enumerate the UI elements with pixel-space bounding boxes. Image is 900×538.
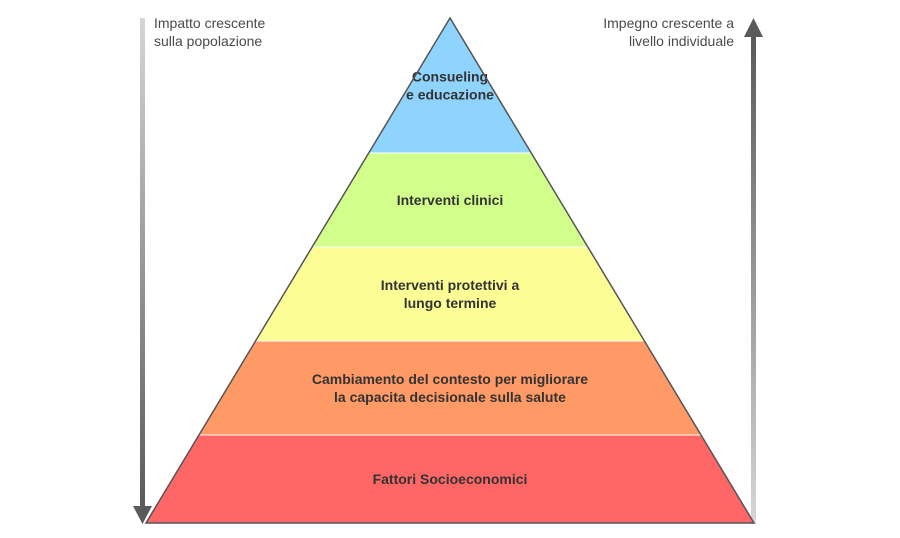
- left-arrow: [133, 18, 152, 524]
- tier-consueling: Consueling e educazione: [368, 18, 532, 153]
- tier-cambiamento-del-contesto-per-migliorare-label-line2: la capacita decisionale sulla salute: [334, 389, 566, 405]
- right-axis-label-line2: livello individuale: [628, 33, 734, 49]
- tier-interventi-protettivi-a-band: [255, 247, 645, 341]
- tier-interventi-protettivi-a: Interventi protettivi a lungo termine: [255, 246, 645, 341]
- tier-consueling-label-line1: Consueling: [412, 69, 488, 85]
- left-arrow-head: [133, 506, 152, 524]
- tier-consueling-band: [368, 18, 532, 153]
- tier-cambiamento-del-contesto-per-migliorare-label-line1: Cambiamento del contesto per migliorare: [312, 371, 588, 387]
- tier-fattori-socioeconomici-band: [146, 435, 754, 523]
- tier-consueling-label-line2: e educazione: [406, 87, 494, 103]
- right-axis-label: Impegno crescente a livello individuale: [603, 14, 734, 50]
- tier-fattori-socioeconomici-label-line1: Fattori Socioeconomici: [373, 471, 528, 487]
- tier-interventi-clinici: Interventi clinici: [312, 152, 588, 247]
- pyramid-outline: [144, 16, 756, 524]
- tier-fattori-socioeconomici: Fattori Socioeconomici: [146, 434, 754, 523]
- tier-interventi-clinici-band: [312, 153, 588, 247]
- right-axis-label-line1: Impegno crescente a: [603, 15, 734, 31]
- right-arrow-head: [744, 18, 763, 37]
- tier-interventi-protettivi-a-label-line1: Interventi protettivi a: [381, 277, 520, 293]
- tier-interventi-protettivi-a-label-line2: lungo termine: [404, 295, 497, 311]
- left-axis-label-line2: sulla popolazione: [154, 33, 263, 49]
- right-arrow-shaft: [751, 34, 756, 524]
- right-arrow: [744, 18, 763, 524]
- tier-interventi-clinici-label-line1: Interventi clinici: [397, 192, 504, 208]
- tier-cambiamento-del-contesto-per-migliorare: Cambiamento del contesto per migliorare l…: [198, 340, 702, 435]
- left-arrow-shaft: [140, 18, 145, 508]
- left-axis-label: Impatto crescente sulla popolazione: [154, 14, 265, 50]
- tier-cambiamento-del-contesto-per-migliorare-band: [198, 341, 702, 435]
- left-axis-label-line1: Impatto crescente: [154, 15, 266, 31]
